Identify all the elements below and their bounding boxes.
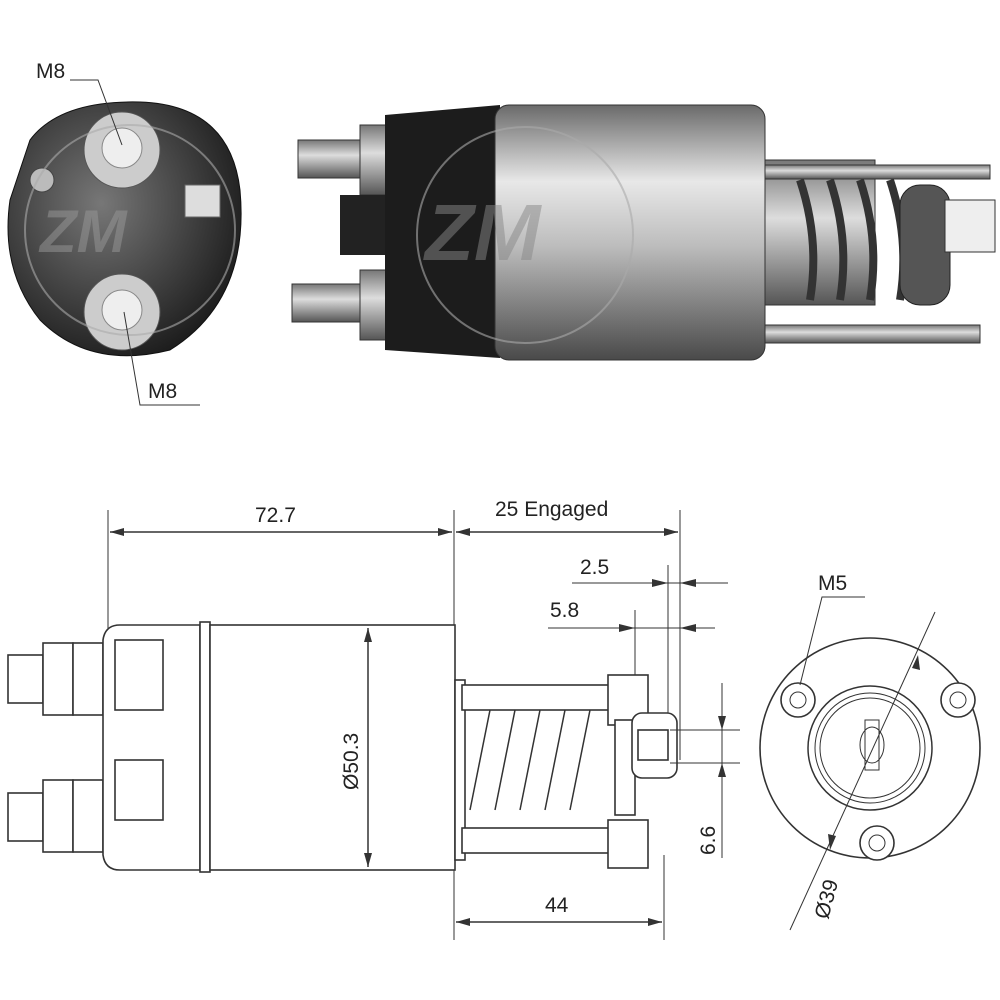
dim-bolt-circle: Ø39: [811, 877, 843, 921]
label-m8-bottom: M8: [148, 380, 177, 403]
end-view-drawing: Ø39 M5: [759, 572, 981, 931]
side-view-drawing: 72.7 25 Engaged 2.5 5.8 Ø50.3: [7, 498, 740, 940]
dim-gap-2-5: 2.5: [580, 556, 609, 579]
end-view-photo: ZM M8 M8: [7, 60, 242, 406]
watermark-logo: ZM: [38, 198, 129, 265]
dim-slot-width: 6.6: [697, 826, 720, 855]
dim-gap-5-8: 5.8: [550, 599, 579, 622]
dim-stud-length: 44: [545, 894, 569, 917]
side-view-photo: ZM: [291, 104, 996, 361]
dim-body-length: 72.7: [255, 504, 296, 527]
label-m5: M5: [818, 572, 847, 595]
label-m8-top: M8: [36, 60, 65, 83]
watermark-ring: [24, 124, 236, 336]
svg-text:ZM: ZM: [423, 188, 543, 277]
dim-body-diameter: Ø50.3: [340, 733, 363, 790]
dim-engaged: 25 Engaged: [495, 498, 608, 521]
